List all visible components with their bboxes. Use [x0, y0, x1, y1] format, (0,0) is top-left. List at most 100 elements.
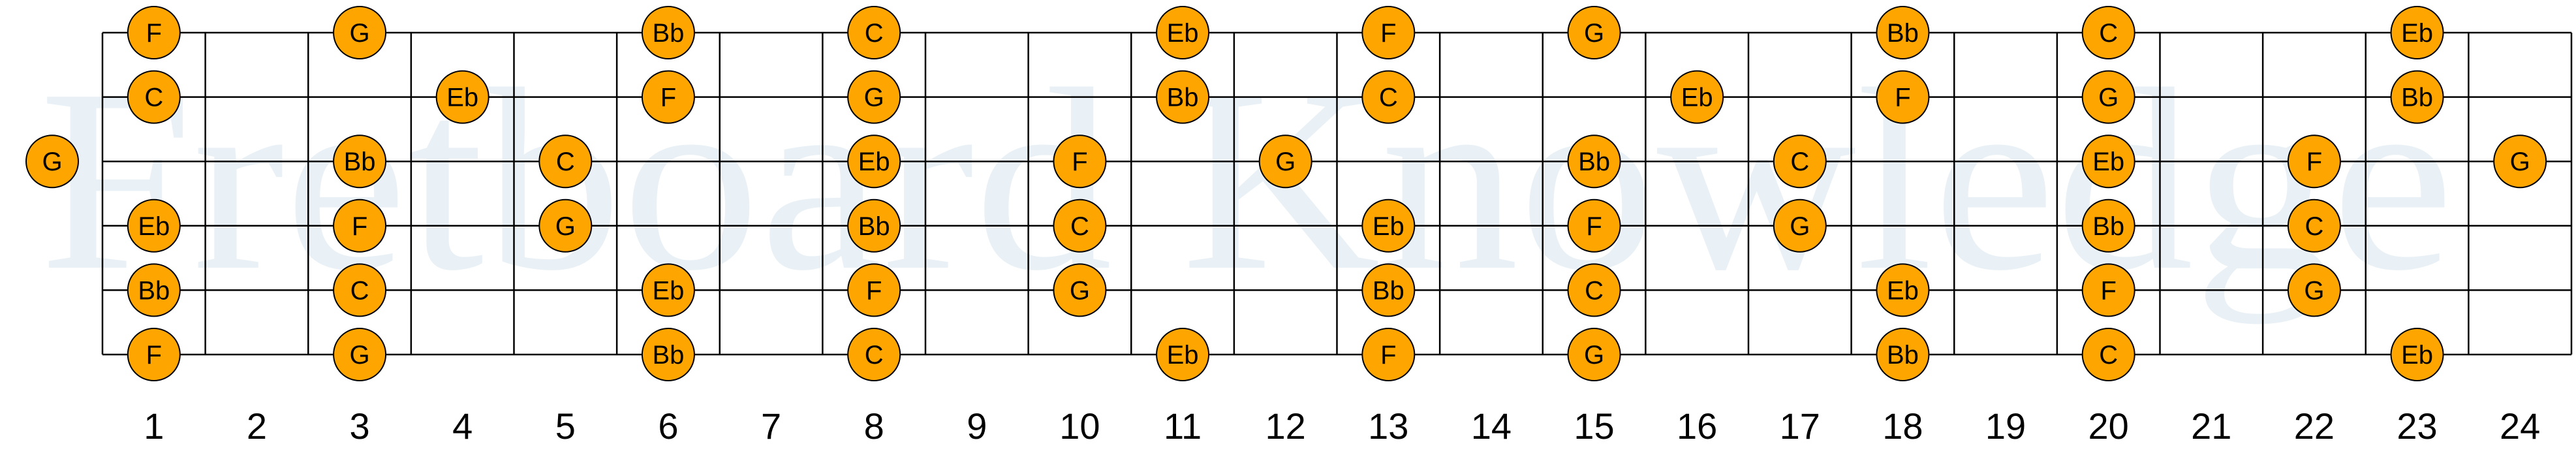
note-marker: F: [333, 198, 387, 253]
note-label: F: [1586, 212, 1602, 241]
note-circle: [641, 6, 695, 59]
note-label: F: [1380, 19, 1396, 48]
fret-number: 9: [967, 405, 987, 447]
note-marker: C: [2081, 328, 2135, 381]
fret-number: 7: [761, 405, 781, 447]
note-marker: Bb: [1361, 263, 1416, 317]
fret-number: 10: [1059, 405, 1100, 447]
note-circle: [1876, 263, 1930, 317]
note-label: Bb: [1578, 148, 1610, 176]
note-circle: [2390, 70, 2444, 124]
note-circle: [127, 263, 181, 317]
note-circle: [1053, 263, 1107, 317]
fret-number: 20: [2088, 405, 2129, 447]
note-label: Bb: [858, 212, 890, 241]
note-circle: [1773, 135, 1827, 189]
note-label: G: [864, 84, 884, 112]
note-label: G: [1790, 212, 1810, 241]
fret-number: 14: [1471, 405, 1512, 447]
note-circle: [1156, 328, 1210, 381]
note-circle: [641, 328, 695, 381]
note-circle: [847, 328, 901, 381]
note-label: Eb: [138, 212, 170, 241]
note-circle: [641, 70, 695, 124]
note-label: G: [42, 148, 62, 176]
note-circle: [2287, 135, 2341, 189]
note-circle: [1567, 328, 1621, 381]
fret-number: 22: [2294, 405, 2335, 447]
note-circle: [847, 263, 901, 317]
note-circle: [1876, 70, 1930, 124]
note-label: G: [1584, 341, 1604, 370]
note-marker: Eb: [435, 70, 489, 124]
note-circle: [538, 198, 593, 253]
note-marker: Eb: [1156, 328, 1210, 381]
note-marker: G: [1567, 328, 1621, 381]
note-label: F: [2100, 276, 2116, 305]
note-marker: F: [847, 263, 901, 317]
fret-number: 21: [2191, 405, 2231, 447]
fret-number: 18: [1882, 405, 1923, 447]
note-marker: Eb: [1876, 263, 1930, 317]
note-circle: [2287, 263, 2341, 317]
note-marker: Bb: [1876, 328, 1930, 381]
note-label: F: [2306, 148, 2322, 176]
note-marker: Bb: [641, 328, 695, 381]
note-label: G: [555, 212, 576, 241]
note-marker: C: [1053, 198, 1107, 253]
note-label: Eb: [858, 148, 890, 176]
note-marker: F: [1567, 198, 1621, 253]
note-circle: [2081, 263, 2135, 317]
note-circle: [2287, 198, 2341, 253]
note-marker: F: [2287, 135, 2341, 189]
fret-number: 11: [1164, 405, 1202, 447]
note-label: C: [144, 84, 163, 112]
fret-number: 3: [349, 405, 369, 447]
note-marker: F: [1361, 6, 1416, 59]
note-label: Eb: [446, 84, 478, 112]
note-label: F: [146, 19, 162, 48]
note-marker: F: [1361, 328, 1416, 381]
note-circle: [333, 263, 387, 317]
fret-number: 15: [1574, 405, 1614, 447]
note-circle: [1773, 198, 1827, 253]
note-marker: G: [1258, 135, 1312, 189]
fretboard-grid: [101, 31, 2573, 356]
note-marker: G: [2081, 70, 2135, 124]
note-marker: F: [641, 70, 695, 124]
note-marker: G: [1053, 263, 1107, 317]
note-marker: Bb: [333, 135, 387, 189]
note-marker: Eb: [1156, 6, 1210, 59]
note-marker: Bb: [1876, 6, 1930, 59]
note-label: Bb: [1373, 276, 1404, 305]
note-label: Bb: [652, 19, 684, 48]
note-circle: [2081, 198, 2135, 253]
note-circle: [1361, 263, 1416, 317]
note-circle: [847, 70, 901, 124]
note-circle: [333, 135, 387, 189]
note-circle: [127, 6, 181, 59]
fret-number: 8: [864, 405, 884, 447]
note-marker: G: [847, 70, 901, 124]
note-marker: C: [2287, 198, 2341, 253]
note-label: F: [660, 84, 676, 112]
note-label: Eb: [1887, 276, 1919, 305]
note-circle: [1361, 328, 1416, 381]
note-marker: Eb: [1670, 70, 1724, 124]
note-label: G: [2510, 148, 2530, 176]
note-marker: C: [1567, 263, 1621, 317]
note-circle: [847, 198, 901, 253]
note-label: F: [1072, 148, 1087, 176]
note-marker: Bb: [1567, 135, 1621, 189]
note-circle: [2390, 328, 2444, 381]
note-label: G: [350, 19, 370, 48]
note-marker: C: [538, 135, 593, 189]
note-label: Eb: [1681, 84, 1713, 112]
note-marker: Eb: [2081, 135, 2135, 189]
note-circle: [1567, 198, 1621, 253]
note-label: Bb: [1887, 341, 1919, 370]
note-circle: [1876, 6, 1930, 59]
fret-number: 6: [658, 405, 678, 447]
